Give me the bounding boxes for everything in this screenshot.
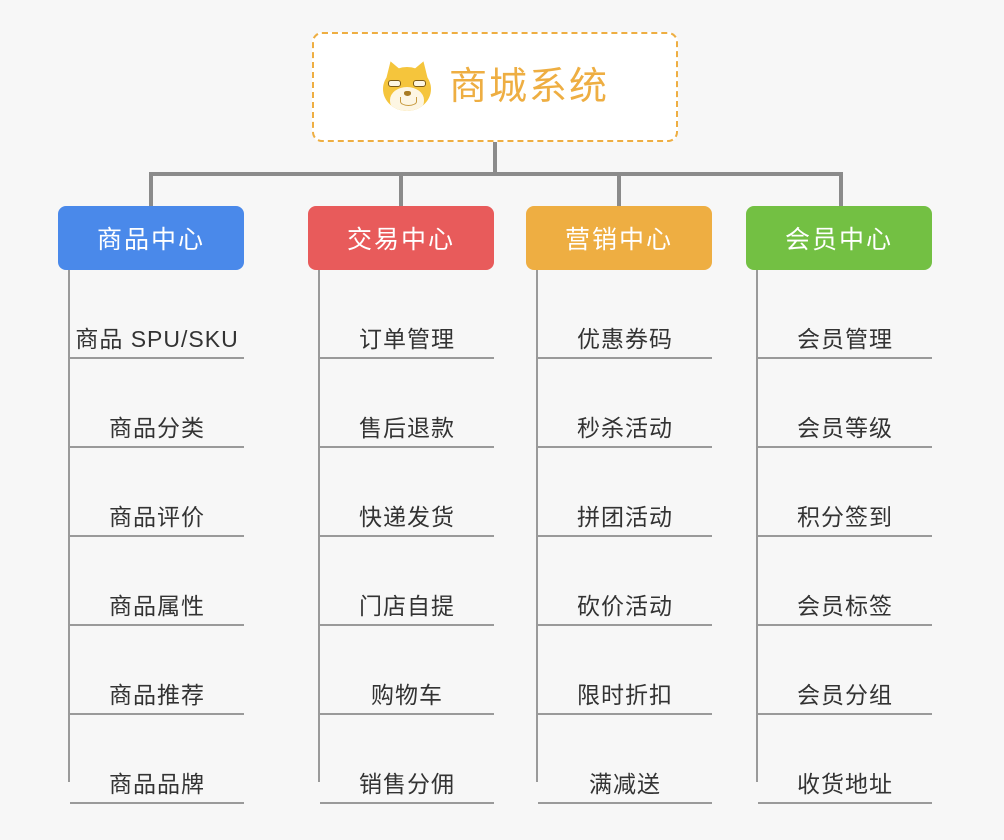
leaf-item[interactable]: 会员标签 bbox=[758, 537, 932, 626]
leaf-item[interactable]: 商品 SPU/SKU bbox=[70, 270, 244, 359]
leaf-item[interactable]: 售后退款 bbox=[320, 359, 494, 448]
leaf-item[interactable]: 商品品牌 bbox=[70, 715, 244, 804]
shiba-inu-icon bbox=[381, 58, 433, 113]
leaf-label: 优惠券码 bbox=[577, 326, 673, 352]
category-header-trade-center[interactable]: 交易中心 bbox=[308, 206, 494, 270]
connector-root-stem bbox=[493, 142, 497, 176]
leaf-item[interactable]: 收货地址 bbox=[758, 715, 932, 804]
leaf-label: 商品推荐 bbox=[109, 682, 205, 708]
leaf-label: 会员等级 bbox=[797, 415, 893, 441]
leaf-label: 会员管理 bbox=[797, 326, 893, 352]
leaf-label: 订单管理 bbox=[359, 326, 455, 352]
leaf-label: 商品品牌 bbox=[109, 771, 205, 797]
leaf-label: 收货地址 bbox=[797, 771, 893, 797]
leaf-item[interactable]: 满减送 bbox=[538, 715, 712, 804]
connector-drop-member-center bbox=[839, 172, 843, 206]
leaf-list-member-center: 会员管理 会员等级 积分签到 会员标签 会员分组 收货地址 bbox=[746, 270, 932, 804]
leaf-label: 购物车 bbox=[371, 682, 443, 708]
leaf-label: 会员分组 bbox=[797, 682, 893, 708]
root-node[interactable]: 商城系统 bbox=[312, 32, 678, 142]
leaf-item[interactable]: 砍价活动 bbox=[538, 537, 712, 626]
leaf-list-product-center: 商品 SPU/SKU 商品分类 商品评价 商品属性 商品推荐 商品品牌 bbox=[58, 270, 244, 804]
leaf-list-marketing-center: 优惠券码 秒杀活动 拼团活动 砍价活动 限时折扣 满减送 bbox=[526, 270, 712, 804]
connector-horizontal-bus bbox=[149, 172, 843, 176]
leaf-item[interactable]: 快递发货 bbox=[320, 448, 494, 537]
leaf-item[interactable]: 订单管理 bbox=[320, 270, 494, 359]
connector-drop-marketing-center bbox=[617, 172, 621, 206]
leaf-list-trade-center: 订单管理 售后退款 快递发货 门店自提 购物车 销售分佣 bbox=[308, 270, 494, 804]
leaf-label: 积分签到 bbox=[797, 504, 893, 530]
column-trade-center: 交易中心 订单管理 售后退款 快递发货 门店自提 购物车 销售分佣 bbox=[308, 206, 494, 804]
leaf-label: 满减送 bbox=[589, 771, 661, 797]
category-header-product-center[interactable]: 商品中心 bbox=[58, 206, 244, 270]
column-member-center: 会员中心 会员管理 会员等级 积分签到 会员标签 会员分组 收货地址 bbox=[746, 206, 932, 804]
category-header-marketing-center[interactable]: 营销中心 bbox=[526, 206, 712, 270]
leaf-item[interactable]: 门店自提 bbox=[320, 537, 494, 626]
leaf-label: 销售分佣 bbox=[359, 771, 455, 797]
category-header-member-center[interactable]: 会员中心 bbox=[746, 206, 932, 270]
shiba-head-icon bbox=[382, 67, 431, 111]
shiba-mouth-icon bbox=[399, 97, 417, 106]
connector-drop-product-center bbox=[149, 172, 153, 206]
leaf-label: 商品属性 bbox=[109, 593, 205, 619]
leaf-item[interactable]: 商品推荐 bbox=[70, 626, 244, 715]
leaf-label: 限时折扣 bbox=[577, 682, 673, 708]
leaf-item[interactable]: 会员分组 bbox=[758, 626, 932, 715]
connector-drop-trade-center bbox=[399, 172, 403, 206]
leaf-item[interactable]: 会员等级 bbox=[758, 359, 932, 448]
leaf-item[interactable]: 商品属性 bbox=[70, 537, 244, 626]
leaf-item[interactable]: 商品分类 bbox=[70, 359, 244, 448]
leaf-label: 秒杀活动 bbox=[577, 415, 673, 441]
shiba-eye-right-icon bbox=[412, 80, 426, 87]
leaf-item[interactable]: 秒杀活动 bbox=[538, 359, 712, 448]
leaf-label: 售后退款 bbox=[359, 415, 455, 441]
leaf-item[interactable]: 会员管理 bbox=[758, 270, 932, 359]
leaf-label: 快递发货 bbox=[359, 504, 455, 530]
leaf-item[interactable]: 积分签到 bbox=[758, 448, 932, 537]
shiba-nose-icon bbox=[403, 91, 411, 96]
leaf-label: 砍价活动 bbox=[577, 593, 673, 619]
leaf-item[interactable]: 优惠券码 bbox=[538, 270, 712, 359]
leaf-item[interactable]: 限时折扣 bbox=[538, 626, 712, 715]
leaf-label: 会员标签 bbox=[797, 593, 893, 619]
leaf-label: 商品分类 bbox=[109, 415, 205, 441]
column-product-center: 商品中心 商品 SPU/SKU 商品分类 商品评价 商品属性 商品推荐 商品品牌 bbox=[58, 206, 244, 804]
leaf-item[interactable]: 销售分佣 bbox=[320, 715, 494, 804]
leaf-label: 商品评价 bbox=[109, 504, 205, 530]
leaf-item[interactable]: 购物车 bbox=[320, 626, 494, 715]
column-marketing-center: 营销中心 优惠券码 秒杀活动 拼团活动 砍价活动 限时折扣 满减送 bbox=[526, 206, 712, 804]
root-title: 商城系统 bbox=[448, 66, 609, 108]
leaf-item[interactable]: 拼团活动 bbox=[538, 448, 712, 537]
leaf-label: 商品 SPU/SKU bbox=[75, 326, 239, 352]
leaf-label: 拼团活动 bbox=[577, 504, 673, 530]
shiba-eye-left-icon bbox=[387, 80, 401, 87]
leaf-label: 门店自提 bbox=[359, 593, 455, 619]
leaf-item[interactable]: 商品评价 bbox=[70, 448, 244, 537]
